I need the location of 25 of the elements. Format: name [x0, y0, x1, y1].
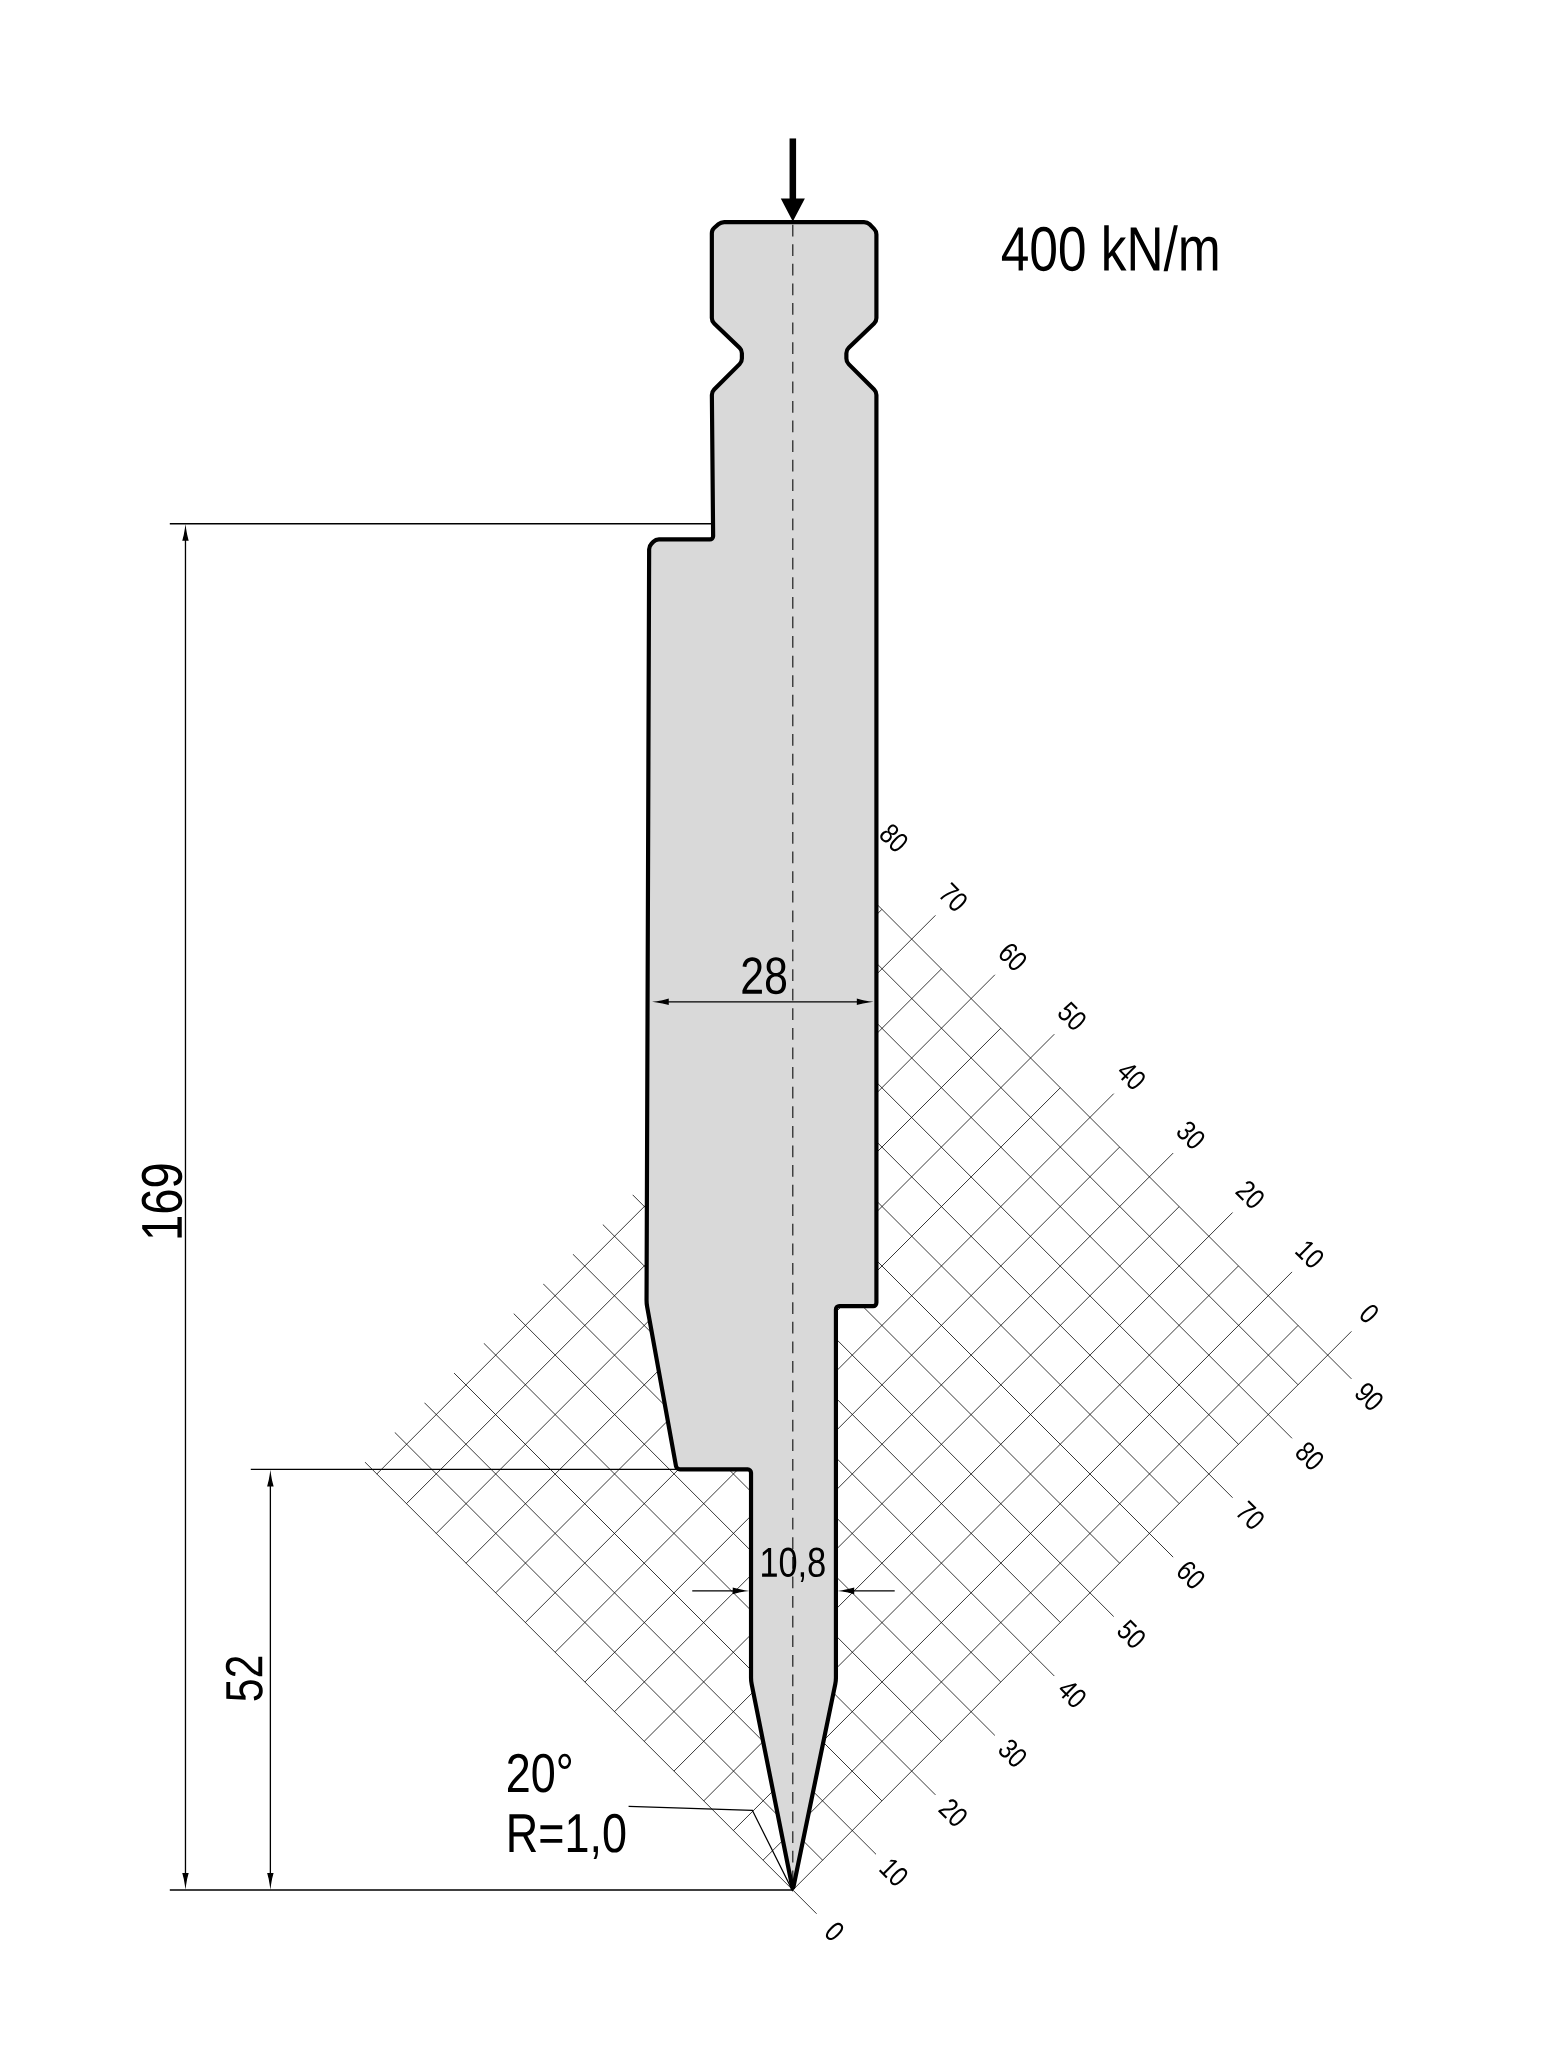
- grid-label: 0: [1360, 1304, 1379, 1323]
- grid-label: 70: [1237, 1500, 1264, 1529]
- grid-label: 60: [1178, 1562, 1205, 1589]
- grid-label: 20: [938, 1799, 967, 1826]
- dimension-text: 28: [742, 957, 787, 995]
- grid-label: 30: [999, 1739, 1027, 1767]
- grid-label: 70: [940, 882, 967, 911]
- load-text: 400 kN/m: [1002, 225, 1218, 272]
- grid-label: 40: [1059, 1683, 1086, 1707]
- grid-label: 50: [1058, 1001, 1086, 1030]
- grid-label: 90: [1355, 1383, 1383, 1410]
- grid-label: 0: [826, 1922, 844, 1941]
- dimension-text: 169: [141, 1164, 183, 1238]
- angle-radius-text: 20° R=1,0: [508, 1753, 626, 1860]
- grid-label: 20: [1235, 1181, 1264, 1208]
- grid-label: 50: [1118, 1619, 1146, 1648]
- dimension-text: 10,8: [762, 1547, 825, 1582]
- grid-label: 80: [1296, 1442, 1324, 1470]
- leader-line: [628, 1805, 794, 1892]
- grid-label: 60: [999, 944, 1027, 971]
- grid-label: 30: [1177, 1121, 1205, 1149]
- dimension-text: 52: [226, 1656, 263, 1701]
- grid-label: 40: [1119, 1065, 1146, 1089]
- punch-drawing: [644, 219, 879, 1891]
- grid-label: 10: [1295, 1241, 1324, 1268]
